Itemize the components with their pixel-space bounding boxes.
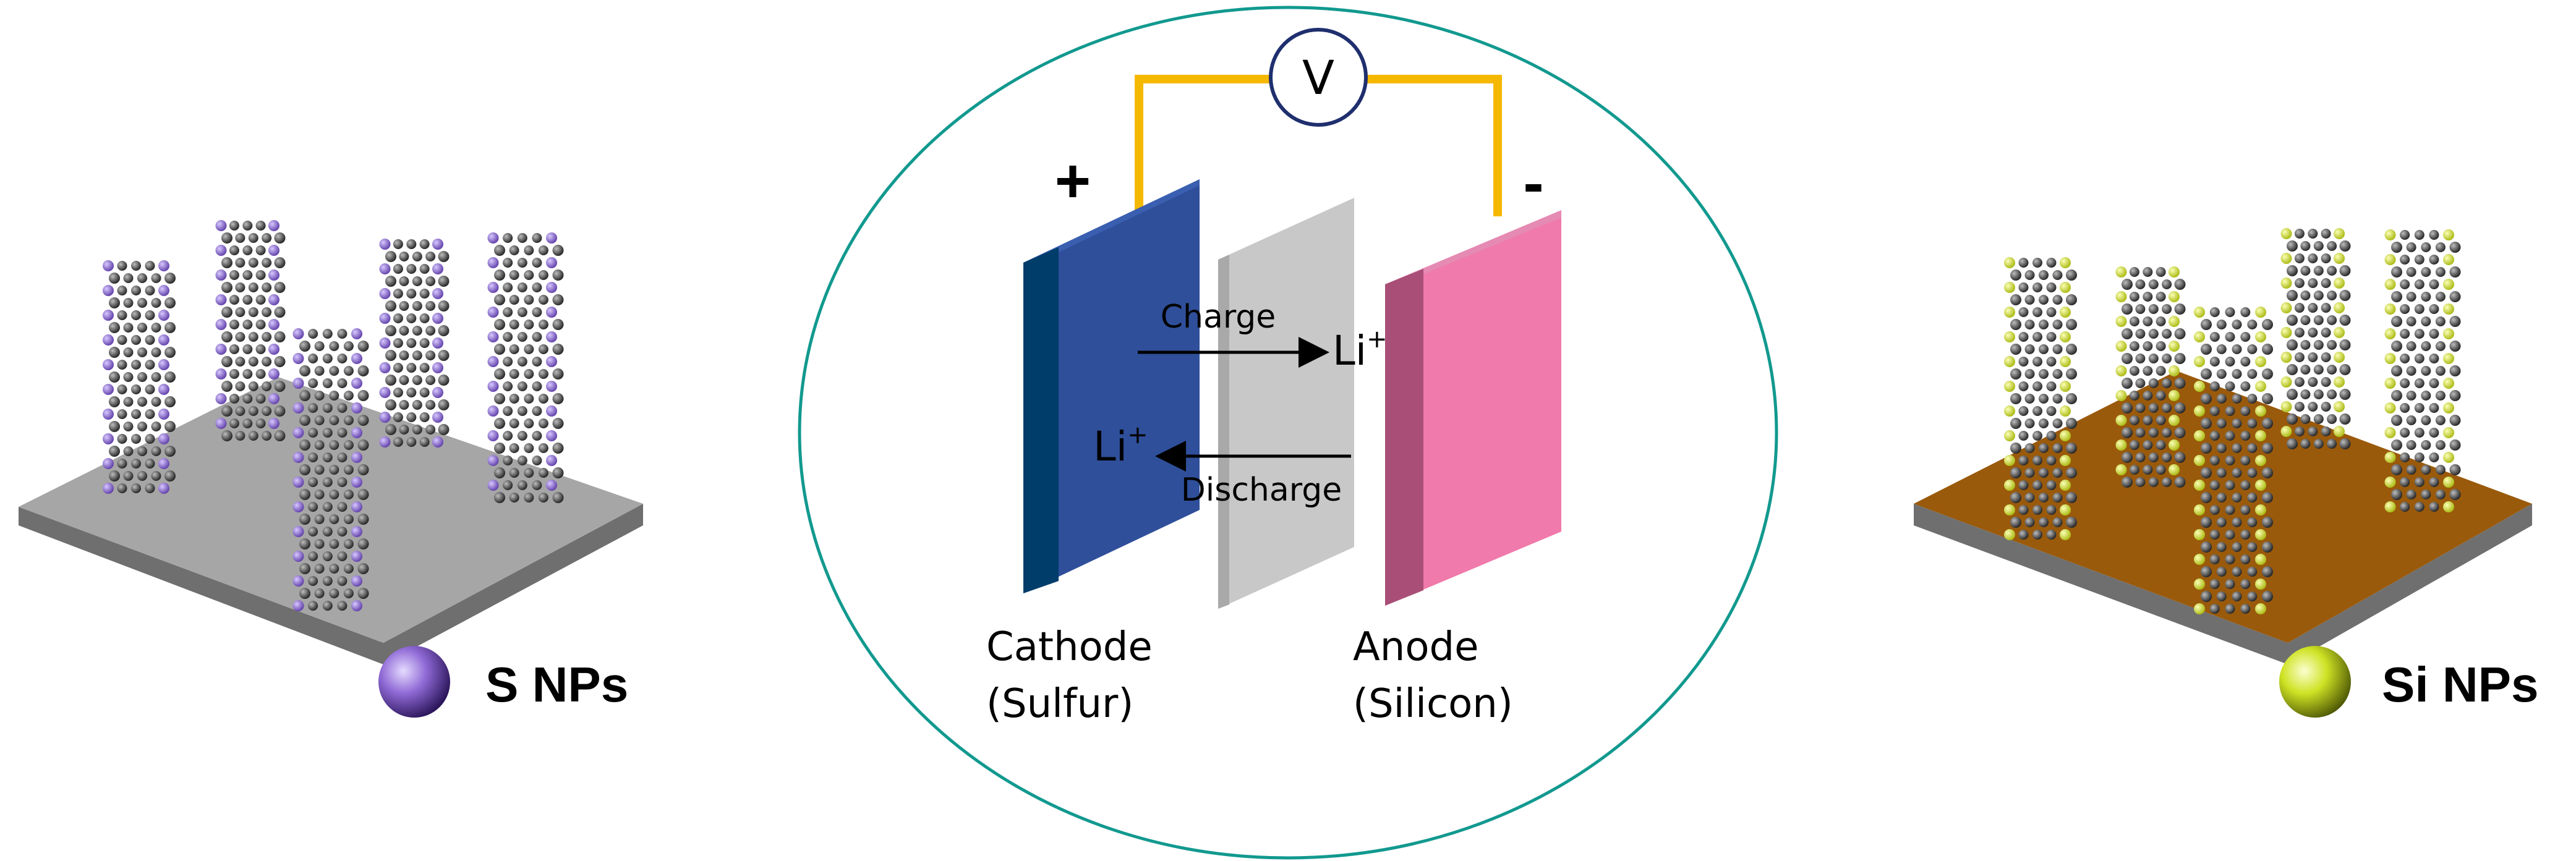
voltmeter: [1269, 28, 1368, 127]
discharge-label: Discharge: [1181, 472, 1342, 509]
anode-electrode: [1385, 210, 1561, 606]
left-panel: S NPs: [19, 220, 643, 718]
left-nanotubes: [103, 220, 564, 611]
cathode-label: Cathode: [986, 624, 1153, 670]
right-substrate-side: [1914, 504, 2532, 664]
right-nanotubes: [2004, 228, 2461, 614]
s-particle-icon: [378, 646, 450, 718]
right-nanotube: [2194, 307, 2273, 614]
battery-cell: V + - Charge Li+ Li+ Disc: [798, 6, 1778, 860]
cathode-material: (Sulfur): [986, 681, 1133, 727]
anode-material: (Silicon): [1353, 681, 1513, 727]
left-nanotube: [379, 239, 450, 447]
right-nanotube: [2280, 228, 2351, 449]
circuit-wire: [1135, 75, 1271, 216]
cathode-electrode: [1023, 179, 1200, 593]
cell-ring: [798, 6, 1778, 860]
right-panel: Si NPs: [1914, 228, 2538, 718]
charge-ion: Li+: [1333, 325, 1388, 375]
right-nanotube: [2004, 257, 2077, 540]
voltmeter-symbol: V: [1302, 50, 1334, 105]
si-particle-icon: [2279, 646, 2351, 718]
anode-label: Anode: [1353, 624, 1479, 670]
left-nanotube: [103, 260, 176, 494]
si-nps-label: Si NPs: [2382, 657, 2538, 712]
s-nps-label: S NPs: [485, 657, 628, 712]
left-nanotube: [292, 328, 369, 611]
right-nanotube: [2384, 229, 2461, 512]
left-nanotube: [215, 220, 286, 441]
left-nanotube: [487, 232, 564, 503]
separator: [1218, 198, 1354, 609]
circuit-wire-right: [1367, 75, 1502, 216]
discharge-ion: Li+: [1093, 421, 1148, 470]
negative-terminal: -: [1523, 148, 1543, 218]
right-nanotube: [2115, 266, 2186, 488]
charge-label: Charge: [1161, 299, 1276, 336]
left-substrate-side: [19, 504, 643, 664]
positive-terminal: +: [1055, 146, 1091, 216]
